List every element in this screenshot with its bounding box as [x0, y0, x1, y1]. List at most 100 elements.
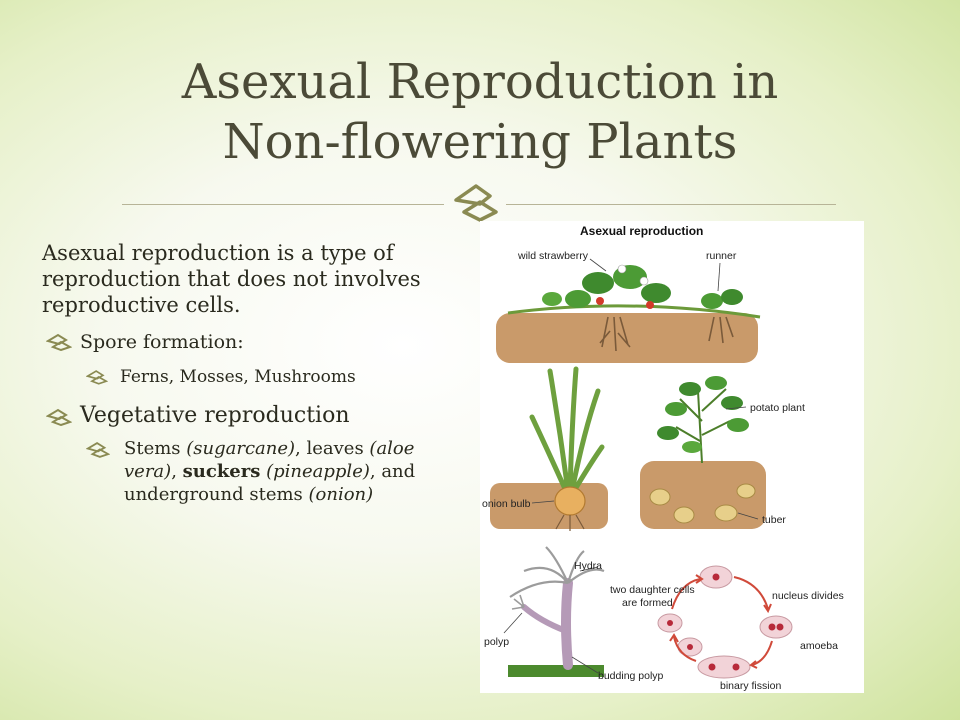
onion-leaves — [529, 366, 605, 494]
bud-tentacles — [511, 594, 525, 610]
text-segment: , and underground stems — [124, 461, 416, 505]
nucleus — [667, 620, 673, 626]
bullet-text: Ferns, Mosses, Mushrooms — [120, 367, 356, 387]
ornament-icon — [454, 184, 498, 222]
slide-title: Asexual Reproduction in Non-flowering Pl… — [60, 52, 900, 172]
leaf — [701, 293, 723, 309]
nucleus — [712, 573, 720, 581]
label-wild-strawberry: wild strawberry — [517, 250, 589, 262]
slide-body: Asexual reproduction is a type of reprod… — [42, 240, 452, 506]
nucleus — [768, 623, 776, 631]
nucleus — [687, 644, 693, 650]
slide-title-line-1: Asexual Reproduction in — [181, 54, 779, 110]
text-segment-italic: (aloe vera) — [124, 438, 415, 482]
label-hydra: Hydra — [574, 560, 602, 572]
potato-tuber — [673, 506, 695, 524]
runner-roots — [708, 316, 734, 344]
leaf — [679, 382, 701, 396]
bullet-text: Vegetative reproduction — [80, 403, 350, 428]
leaf — [721, 289, 743, 305]
text-segment: , — [171, 461, 183, 482]
soil-strip — [496, 313, 758, 363]
bullet-vegetative: Vegetative reproduction — [42, 402, 452, 429]
strawberry-fruit — [646, 301, 654, 309]
strawberry-fruit — [596, 297, 604, 305]
onion-scene: onion bulb — [482, 366, 608, 531]
label-pointer — [725, 406, 747, 410]
leaf — [542, 292, 562, 306]
potato-tuber — [714, 504, 738, 522]
bullet-vegetative-examples: Stems (sugarcane), leaves (aloe vera), s… — [42, 437, 452, 506]
cycle-arrow — [751, 640, 773, 666]
nucleus — [732, 663, 740, 671]
label-two-daughter-cells-line-2: are formed — [622, 597, 673, 609]
label-potato-plant: potato plant — [750, 402, 805, 414]
leaf — [705, 376, 727, 390]
arrowhead — [749, 660, 758, 669]
cycle-arrow — [671, 578, 701, 610]
leaf — [727, 418, 749, 432]
label-budding-polyp: budding polyp — [598, 670, 664, 682]
label-amoeba: amoeba — [800, 640, 838, 652]
arrowhead — [669, 633, 679, 643]
hydra-body — [561, 578, 573, 670]
illustration-svg: Asexual reproduction wild strawberry run… — [482, 224, 844, 692]
bullet-spore-examples: Ferns, Mosses, Mushrooms — [42, 366, 452, 388]
leaf — [721, 396, 743, 410]
label-pointer — [571, 656, 599, 674]
slide-title-line-2: Non-flowering Plants — [222, 114, 738, 170]
cycle-arrow — [673, 636, 697, 662]
potato-stem — [675, 388, 731, 464]
nucleus — [708, 663, 716, 671]
budding-polyp — [521, 604, 569, 634]
substrate — [508, 665, 604, 677]
leaf — [657, 426, 679, 440]
label-onion-bulb: onion bulb — [482, 498, 531, 510]
text-segment-italic: (onion) — [308, 484, 374, 505]
figure-title: Asexual reproduction — [580, 224, 703, 238]
hydra-tentacles — [509, 546, 605, 598]
amoeba-cycle: two daughter cells are formed nucleus di… — [610, 565, 844, 692]
nucleus — [776, 623, 784, 631]
label-pointer — [531, 500, 555, 504]
leaf — [582, 272, 614, 294]
dividing-cell — [697, 655, 751, 679]
label-polyp: polyp — [484, 636, 509, 648]
potato-tuber — [736, 483, 756, 499]
onion-bulb — [554, 486, 586, 516]
leaf — [665, 402, 687, 416]
text-segment-italic: (sugarcane) — [186, 438, 296, 459]
leaf — [682, 441, 702, 453]
label-pointer — [579, 566, 599, 572]
leaf — [641, 283, 671, 303]
strawberry-scene: wild strawberry runner — [496, 250, 761, 363]
bullet-text: Spore formation: — [80, 331, 244, 353]
potato-scene: potato plant tuber — [640, 376, 805, 529]
cycle-arrow — [733, 576, 769, 610]
bullet-icon — [46, 333, 72, 351]
text-segment: , leaves — [295, 438, 370, 459]
bullet-icon — [46, 408, 72, 426]
flower — [617, 264, 627, 274]
intro-paragraph: Asexual reproduction is a type of reprod… — [42, 241, 421, 317]
leaf — [565, 290, 591, 308]
arrowhead — [763, 603, 772, 614]
asexual-reproduction-illustration: Asexual reproduction wild strawberry run… — [480, 221, 864, 693]
label-two-daughter-cells-line-1: two daughter cells — [610, 584, 695, 596]
label-pointer — [589, 258, 607, 272]
label-tuber: tuber — [762, 514, 786, 526]
onion-roots — [555, 514, 585, 531]
label-pointer — [717, 262, 721, 292]
label-pointer — [737, 512, 759, 520]
title-divider-left — [122, 204, 444, 205]
label-pointer — [503, 612, 523, 634]
text-segment-bold: suckers — [182, 461, 261, 482]
label-nucleus-divides: nucleus divides — [772, 590, 844, 602]
runner-stem — [507, 304, 761, 319]
label-runner: runner — [706, 250, 737, 262]
potato-tuber — [649, 488, 671, 506]
bullet-icon — [86, 441, 110, 458]
hydra-scene: Hydra polyp budding polyp — [484, 546, 664, 682]
bullet-icon — [86, 370, 108, 385]
strawberry-roots — [599, 316, 631, 352]
